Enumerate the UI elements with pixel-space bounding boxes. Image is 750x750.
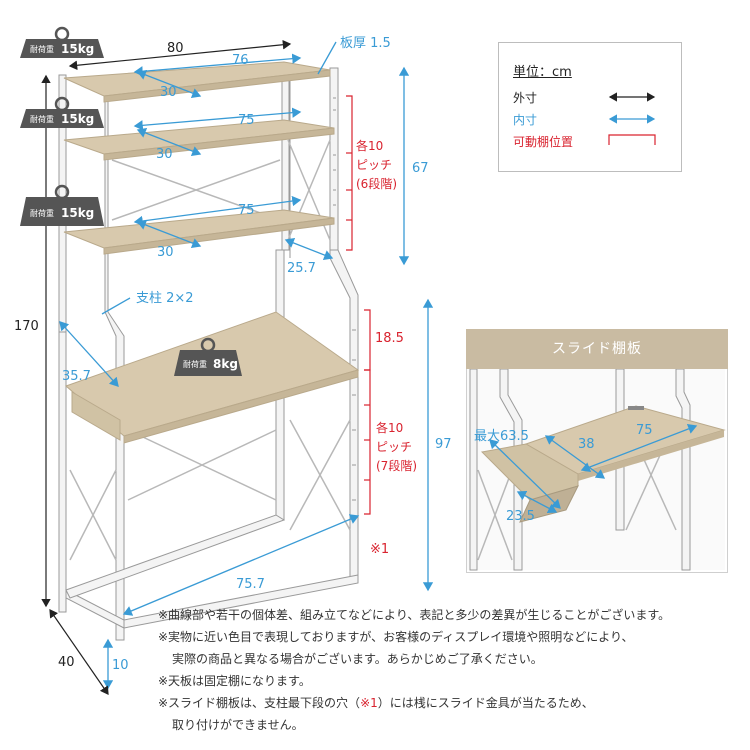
load-badge-1: 耐荷重 15kg bbox=[20, 26, 104, 58]
load-badge-desk-value: 8kg bbox=[213, 357, 238, 371]
load-badge-desk-prefix: 耐荷重 bbox=[183, 359, 207, 369]
legend-movable-label: 可動棚位置 bbox=[513, 135, 574, 149]
right-lower-post bbox=[329, 249, 359, 581]
dim-upper-height: 67 bbox=[412, 161, 429, 176]
notes: ※曲線部や若干の個体差、組み立てなどにより、表記と多少の差異が生じることがござい… bbox=[158, 604, 748, 736]
dim-depth-base: 40 bbox=[58, 655, 75, 670]
dim-shelf-depth-low: 30 bbox=[157, 245, 174, 260]
dim-total-height: 170 bbox=[14, 319, 39, 334]
pitch-holes bbox=[333, 97, 356, 501]
front-left-post bbox=[97, 91, 125, 641]
slide-inset-illustration: 最大63.5 38 75 23.5 bbox=[467, 368, 726, 571]
load-badge-3-prefix: 耐荷重 bbox=[30, 208, 54, 218]
post-size-label: 支柱 2×2 bbox=[136, 291, 194, 306]
dim-shelf-depth-top: 30 bbox=[160, 85, 177, 100]
legend-unit: 単位：cm bbox=[513, 65, 572, 80]
note-4-mark: ※1 bbox=[360, 696, 378, 710]
outer-dimension-lines bbox=[41, 39, 292, 695]
slide-max: 最大63.5 bbox=[474, 429, 529, 444]
note-1-text: ※曲線部や若干の個体差、組み立てなどにより、表記と多少の差異が生じることがござい… bbox=[158, 608, 671, 622]
load-badge-2-value: 15kg bbox=[61, 112, 94, 126]
legend-outer-label: 外寸 bbox=[513, 91, 538, 105]
legend-outer-arrow bbox=[608, 92, 656, 102]
pitch-upper-2: ピッチ bbox=[356, 158, 392, 172]
dim-desk-width: 75.7 bbox=[236, 577, 265, 592]
pitch-upper-3: (6段階) bbox=[356, 176, 397, 191]
dim-shelf-width-mid: 75 bbox=[238, 113, 255, 128]
slide-depth: 38 bbox=[578, 437, 595, 452]
note-3: ※天板は固定棚になります。 bbox=[158, 670, 748, 692]
mark-ref: ※1 bbox=[370, 542, 389, 557]
load-badge-2: 耐荷重 15kg bbox=[20, 96, 104, 128]
dim-lower-height: 97 bbox=[435, 437, 452, 452]
load-badge-3: 耐荷重 15kg bbox=[20, 184, 104, 226]
note-3-text: ※天板は固定棚になります。 bbox=[158, 674, 311, 688]
dim-board-thickness: 板厚 1.5 bbox=[340, 36, 391, 51]
note-1: ※曲線部や若干の個体差、組み立てなどにより、表記と多少の差異が生じることがござい… bbox=[158, 604, 748, 626]
load-badge-desk: 耐荷重 8kg bbox=[174, 337, 242, 376]
pitch-lower-1: 各10 bbox=[376, 420, 403, 435]
load-badge-1-value: 15kg bbox=[61, 42, 94, 56]
dim-outer-width: 80 bbox=[167, 41, 184, 56]
dim-upper-depth: 25.7 bbox=[287, 261, 316, 276]
dim-foot: 10 bbox=[112, 658, 129, 673]
note-4-pre: ※スライド棚板は、支柱最下段の穴（ bbox=[158, 696, 361, 710]
note-2-text: ※実物に近い色目で表現しておりますが、お客様のディスプレイ環境や照明などにより、 bbox=[158, 630, 634, 644]
note-4-post: ）には桟にスライド金具が当たるため、 bbox=[377, 696, 594, 710]
note-4: ※スライド棚板は、支柱最下段の穴（※1）には桟にスライド金具が当たるため、取り付… bbox=[158, 692, 748, 736]
slide-board bbox=[71, 391, 121, 441]
pitch-lower-3: (7段階) bbox=[376, 458, 417, 473]
load-badge-2-prefix: 耐荷重 bbox=[30, 114, 54, 124]
load-badge-1-prefix: 耐荷重 bbox=[30, 44, 54, 54]
movable-range-brackets bbox=[346, 95, 371, 515]
note-4-cont: 取り付けができません。 bbox=[172, 718, 304, 732]
dim-desk-depth: 35.7 bbox=[62, 369, 91, 384]
dimension-labels: 80 76 30 75 30 75 30 25.7 板厚 1.5 67 170 … bbox=[14, 36, 452, 673]
pitch-lower-2: ピッチ bbox=[376, 440, 412, 454]
note-2-cont: 実際の商品と異なる場合がございます。あらかじめご了承ください。 bbox=[172, 652, 543, 666]
pitch-upper-1: 各10 bbox=[356, 138, 383, 153]
dim-shelf-depth-mid: 30 bbox=[156, 147, 173, 162]
dim-shelf-width-low: 75 bbox=[238, 203, 255, 218]
slide-side: 23.5 bbox=[506, 509, 535, 524]
legend-inner-label: 内寸 bbox=[513, 113, 538, 127]
slide-width: 75 bbox=[636, 423, 653, 438]
dim-top-gap: 18.5 bbox=[375, 331, 404, 346]
legend-inner-arrow bbox=[608, 114, 656, 124]
pitch-labels: 各10 ピッチ (6段階) 各10 ピッチ (7段階) bbox=[356, 138, 417, 473]
slide-inset-title: スライド棚板 bbox=[466, 329, 728, 369]
note-2: ※実物に近い色目で表現しておりますが、お客様のディスプレイ環境や照明などにより、… bbox=[158, 626, 748, 670]
legend-box: 単位：cm 外寸 内寸 可動棚位置 bbox=[498, 42, 682, 172]
dim-shelf-width-top: 76 bbox=[232, 53, 249, 68]
load-badge-3-value: 15kg bbox=[61, 206, 94, 220]
legend-movable-bracket bbox=[608, 134, 656, 145]
